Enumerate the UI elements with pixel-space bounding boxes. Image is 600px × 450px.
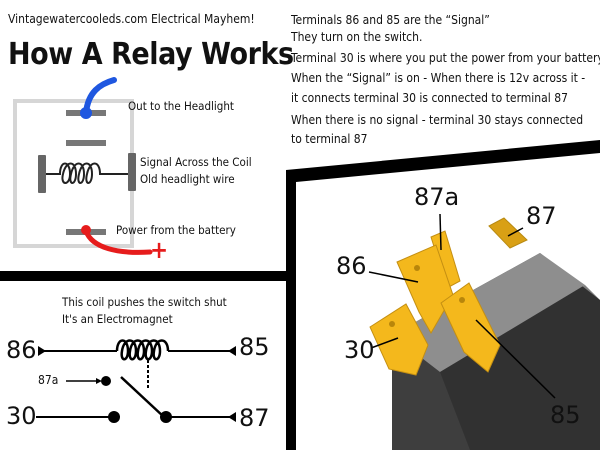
terminal-86-label: 86: [6, 336, 37, 364]
photo-85-label: 85: [550, 401, 581, 429]
terminal-30-label: 30: [6, 402, 37, 430]
photo-30-label: 30: [344, 336, 375, 364]
relay-box: [13, 77, 153, 255]
desc-line-4: When the “Signal” is on - When there is …: [291, 71, 586, 85]
desc-line-2: They turn on the switch.: [291, 30, 423, 44]
coil-icon: [46, 162, 128, 184]
signal-label: Signal Across the Coil: [140, 155, 252, 169]
coil-label: This coil pushes the switch shut: [62, 295, 227, 309]
site-name: Vintagewatercooleds.com Electrical Mayhe…: [8, 12, 255, 26]
photo-87a-label: 87a: [414, 183, 460, 211]
desc-line-3: Terminal 30 is where you put the power f…: [291, 51, 600, 65]
terminal-87a-label: 87a: [38, 373, 59, 387]
desc-line-7: to terminal 87: [291, 132, 368, 146]
desc-line-6: When there is no signal - terminal 30 st…: [291, 113, 584, 127]
power-label: Power from the battery: [116, 223, 236, 237]
plus-sign: +: [150, 236, 169, 264]
desc-line-1: Terminals 86 and 85 are the “Signal”: [291, 13, 490, 27]
blue-wire-terminal: [80, 107, 92, 119]
relay-schematic: [36, 339, 236, 423]
schematic-switch: [120, 376, 165, 418]
schematic-coil-icon: [115, 339, 170, 361]
divider-bars: [0, 140, 600, 450]
red-wire-terminal: [81, 225, 91, 235]
coil-post-left: [38, 155, 46, 193]
desc-line-5: it connects terminal 30 is connected to …: [291, 91, 568, 105]
photo-86-label: 86: [336, 252, 367, 280]
page-title: How A Relay Works: [8, 37, 294, 72]
blue-wire: [83, 77, 117, 116]
magnet-label: It's an Electromagnet: [62, 312, 173, 326]
relay-photo: [368, 213, 600, 450]
out-label: Out to the Headlight: [128, 99, 234, 113]
old-wire-label: Old headlight wire: [140, 172, 235, 186]
red-wire: [83, 228, 153, 255]
coil-post-right: [128, 153, 136, 191]
terminal-87-label: 87: [239, 404, 270, 432]
switch-blade: [66, 140, 106, 146]
photo-87-label: 87: [526, 202, 557, 230]
terminal-85-label: 85: [239, 333, 270, 361]
